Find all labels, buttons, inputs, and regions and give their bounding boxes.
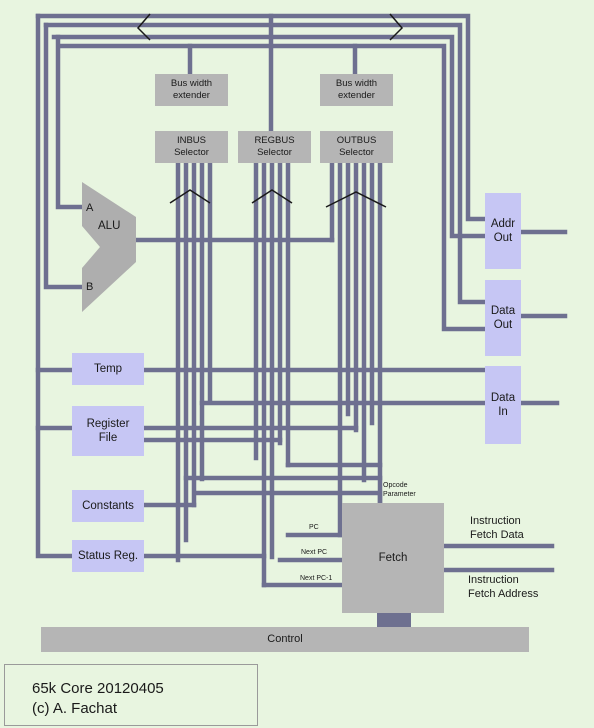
- bus-to-status: [35, 13, 75, 559]
- pc-label: PC: [309, 524, 319, 531]
- credits-title: 65k Core 20120405: [32, 680, 164, 697]
- instruction-fetch-data-label: Instruction Fetch Data: [470, 515, 524, 542]
- top-bus-2: [43, 22, 488, 305]
- outbus-chevron: [325, 191, 387, 208]
- fetch-control-link: [377, 613, 411, 627]
- top-bus-1: [35, 13, 488, 222]
- constants: Constants: [72, 490, 144, 522]
- addr-out-block: Addr Out: [485, 193, 521, 269]
- outbus-fans: [329, 160, 383, 538]
- outbus-selector: OUTBUS Selector: [320, 131, 393, 163]
- fetch-block: Fetch: [342, 503, 444, 613]
- register-file: Register File: [72, 406, 144, 456]
- top-bus-3: [51, 34, 488, 239]
- control-block: Control: [41, 627, 529, 652]
- inbus-selector: INBUS Selector: [155, 131, 228, 163]
- outbus-width-extender: Bus width extender: [320, 74, 393, 106]
- top-chevron-right: [389, 13, 404, 41]
- top-chevron-left: [136, 13, 151, 41]
- regbus-fans: [253, 160, 291, 588]
- alu-input-b-label: B: [86, 281, 94, 293]
- status-register: Status Reg.: [72, 540, 144, 572]
- opcode-param: [193, 490, 383, 506]
- regbus-chevron: [251, 189, 293, 204]
- opcode-parameter-label: Opcode Parameter: [383, 482, 416, 498]
- bus-to-alu-a: [55, 34, 85, 210]
- next-pc-1-label: Next PC-1: [300, 575, 333, 582]
- temp-register: Temp: [72, 353, 144, 385]
- next-pc-label: Next PC: [301, 549, 328, 556]
- credits-author: (c) A. Fachat: [32, 700, 118, 717]
- inbus-fans: [175, 160, 213, 563]
- alu-shape: [82, 182, 136, 312]
- data-out-block: Data Out: [485, 280, 521, 356]
- inbus-width-extender: Bus width extender: [155, 74, 228, 106]
- regbus-selector: REGBUS Selector: [238, 131, 311, 163]
- instruction-fetch-address-label: Instruction Fetch Address: [468, 574, 539, 601]
- top-bus-4: [59, 43, 488, 332]
- alu-label: ALU: [98, 220, 121, 232]
- data-in-block: Data In: [485, 366, 521, 444]
- bus-to-alu-b: [43, 22, 85, 290]
- inbus-chevron: [169, 189, 211, 204]
- alu-input-a-label: A: [86, 202, 94, 214]
- credits-box: 65k Core 20120405 (c) A. Fachat: [4, 664, 258, 726]
